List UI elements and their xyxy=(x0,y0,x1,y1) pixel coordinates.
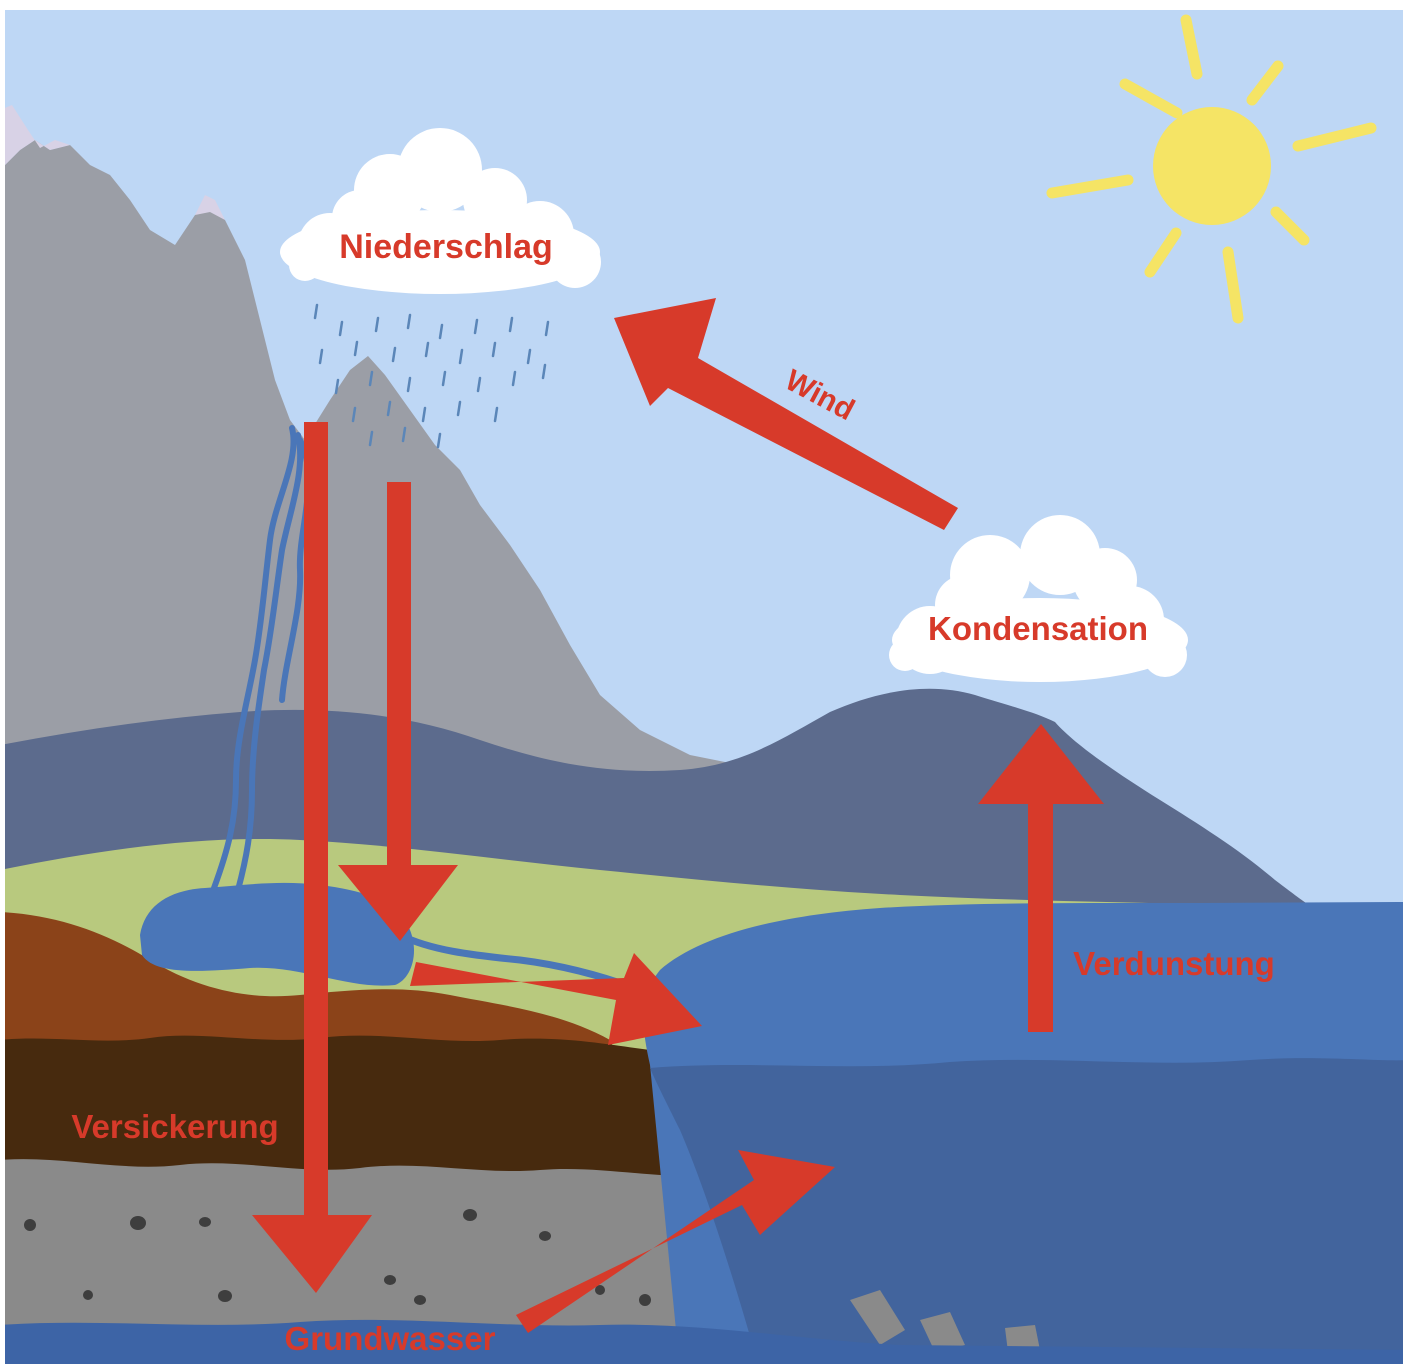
snow-cap xyxy=(195,195,225,220)
wind-arrow xyxy=(614,298,958,530)
precipitation-arrow xyxy=(338,482,458,941)
sun-icon xyxy=(1046,14,1377,324)
evaporation-arrow xyxy=(978,724,1104,1032)
groundwater-arrow xyxy=(516,1150,835,1333)
rain-drops xyxy=(313,303,550,449)
infiltration-arrow xyxy=(252,422,372,1293)
deep-sea xyxy=(650,1058,1403,1364)
groundwater-band xyxy=(5,1319,1403,1364)
mountain-lake xyxy=(140,882,415,986)
label-groundwater: Grundwasser xyxy=(285,1320,496,1357)
snow-cap xyxy=(5,105,70,165)
label-evaporation: Verdunstung xyxy=(1073,945,1275,982)
label-condensation: Kondensation xyxy=(928,610,1148,647)
seabed-slats xyxy=(850,1290,1040,1352)
runoff-arrow xyxy=(410,953,702,1045)
arrows xyxy=(252,298,1104,1333)
river xyxy=(396,931,644,994)
label-infiltration: Versickerung xyxy=(71,1108,278,1145)
label-precipitation: Niederschlag xyxy=(339,228,553,266)
precipitation-cloud xyxy=(280,128,601,294)
condensation-cloud xyxy=(889,515,1188,682)
